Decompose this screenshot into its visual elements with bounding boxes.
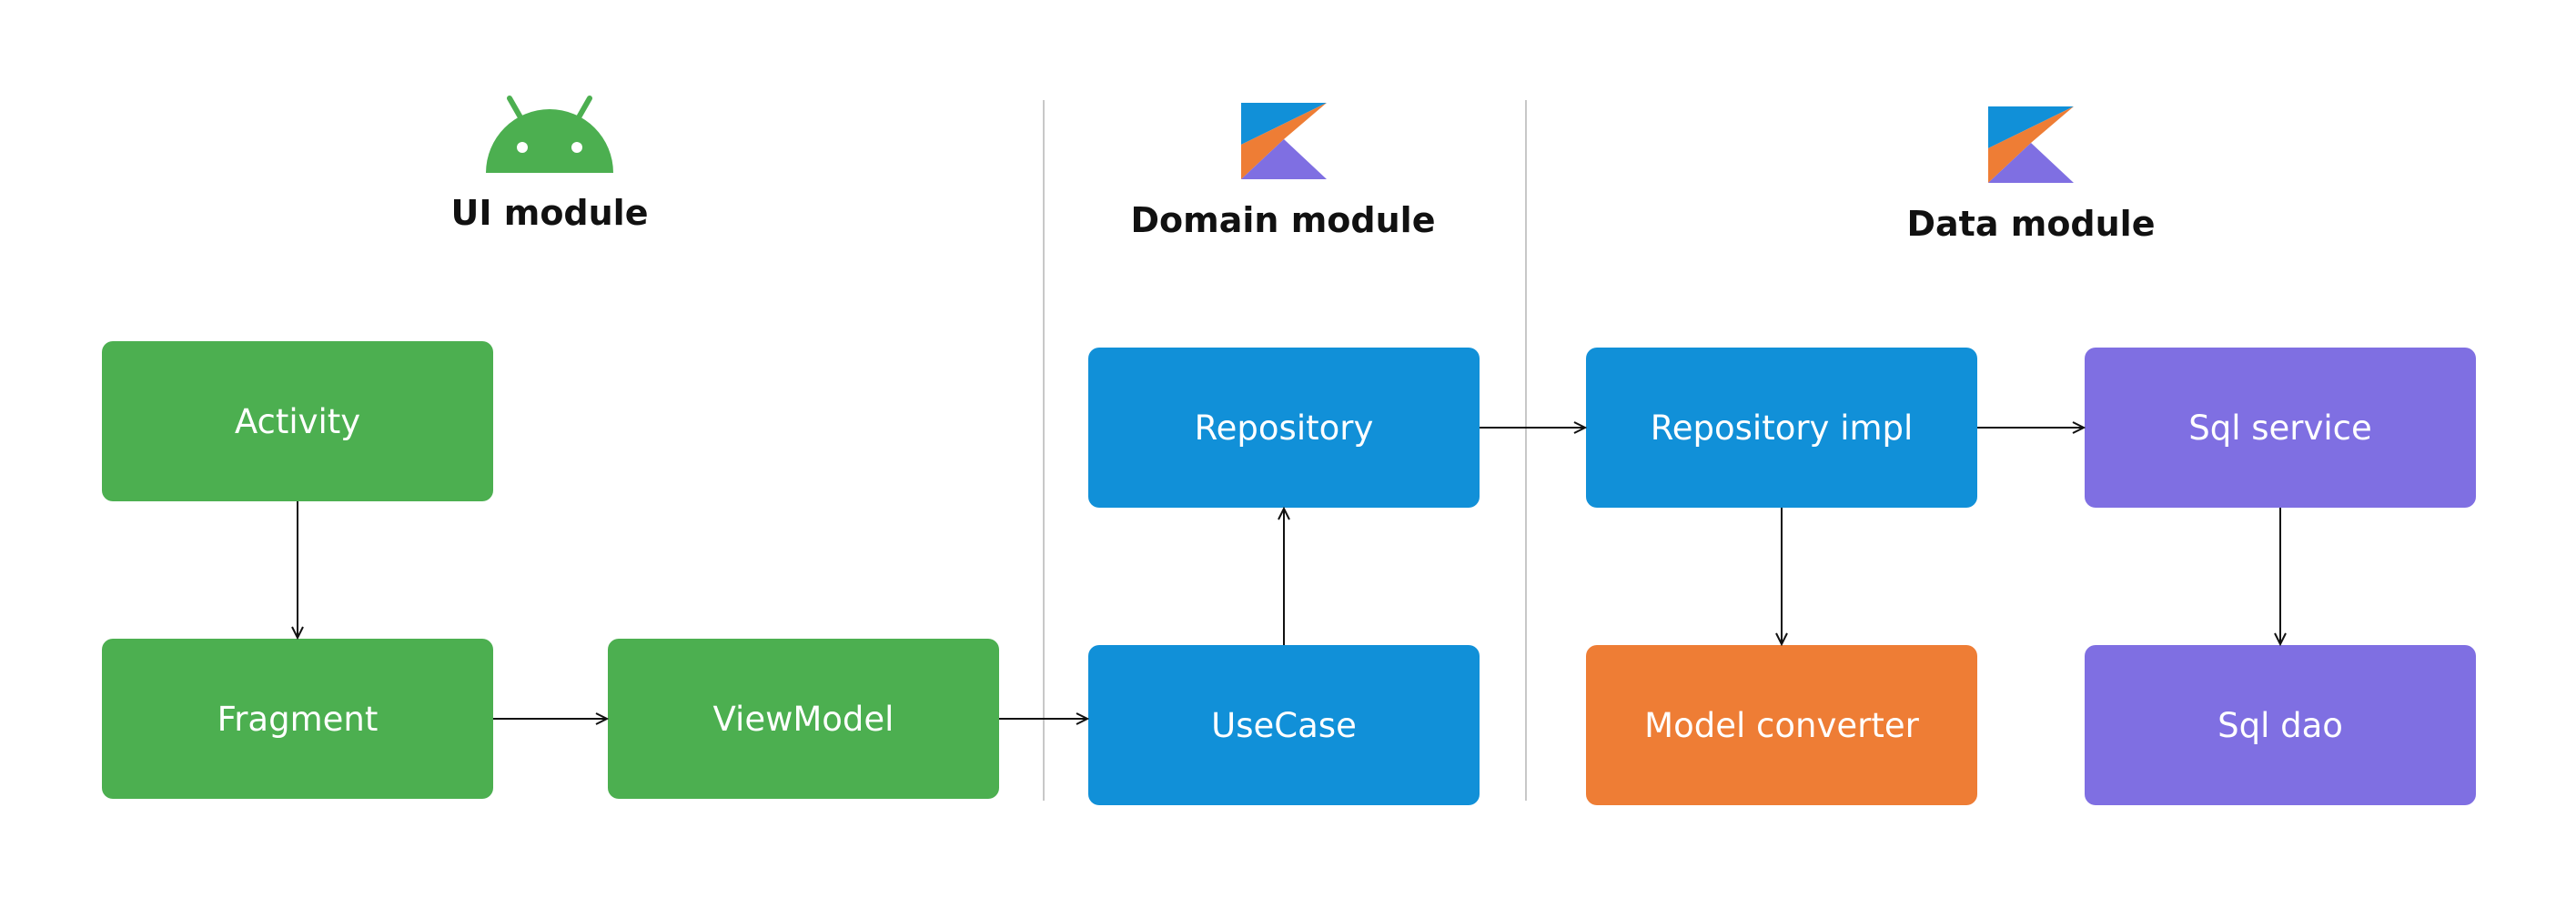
viewmodel-label: ViewModel	[712, 699, 894, 739]
sql-dao-label: Sql dao	[2217, 705, 2343, 745]
repository-impl-label: Repository impl	[1650, 408, 1914, 448]
sql-service-label: Sql service	[2188, 408, 2372, 448]
repository-node: Repository	[1088, 348, 1480, 508]
repository-impl-node: Repository impl	[1586, 348, 1977, 508]
usecase-node: UseCase	[1088, 645, 1480, 805]
kotlin-icon	[1988, 106, 2074, 183]
sql-service-node: Sql service	[2085, 348, 2476, 508]
repository-label: Repository	[1194, 408, 1374, 448]
fragment-label: Fragment	[217, 699, 379, 739]
module-divider-domain-data	[1525, 100, 1527, 801]
model-converter-label: Model converter	[1644, 705, 1919, 745]
kotlin-icon	[1241, 103, 1327, 179]
ui-module-title: UI module	[450, 193, 649, 233]
module-divider-ui-domain	[1043, 100, 1045, 801]
usecase-label: UseCase	[1211, 705, 1357, 745]
android-icon	[486, 96, 613, 173]
viewmodel-node: ViewModel	[608, 639, 999, 799]
data-module-title: Data module	[1906, 204, 2156, 244]
model-converter-node: Model converter	[1586, 645, 1977, 805]
fragment-node: Fragment	[102, 639, 493, 799]
domain-module-title: Domain module	[1130, 200, 1436, 240]
activity-node: Activity	[102, 341, 493, 501]
activity-label: Activity	[234, 401, 361, 441]
sql-dao-node: Sql dao	[2085, 645, 2476, 805]
